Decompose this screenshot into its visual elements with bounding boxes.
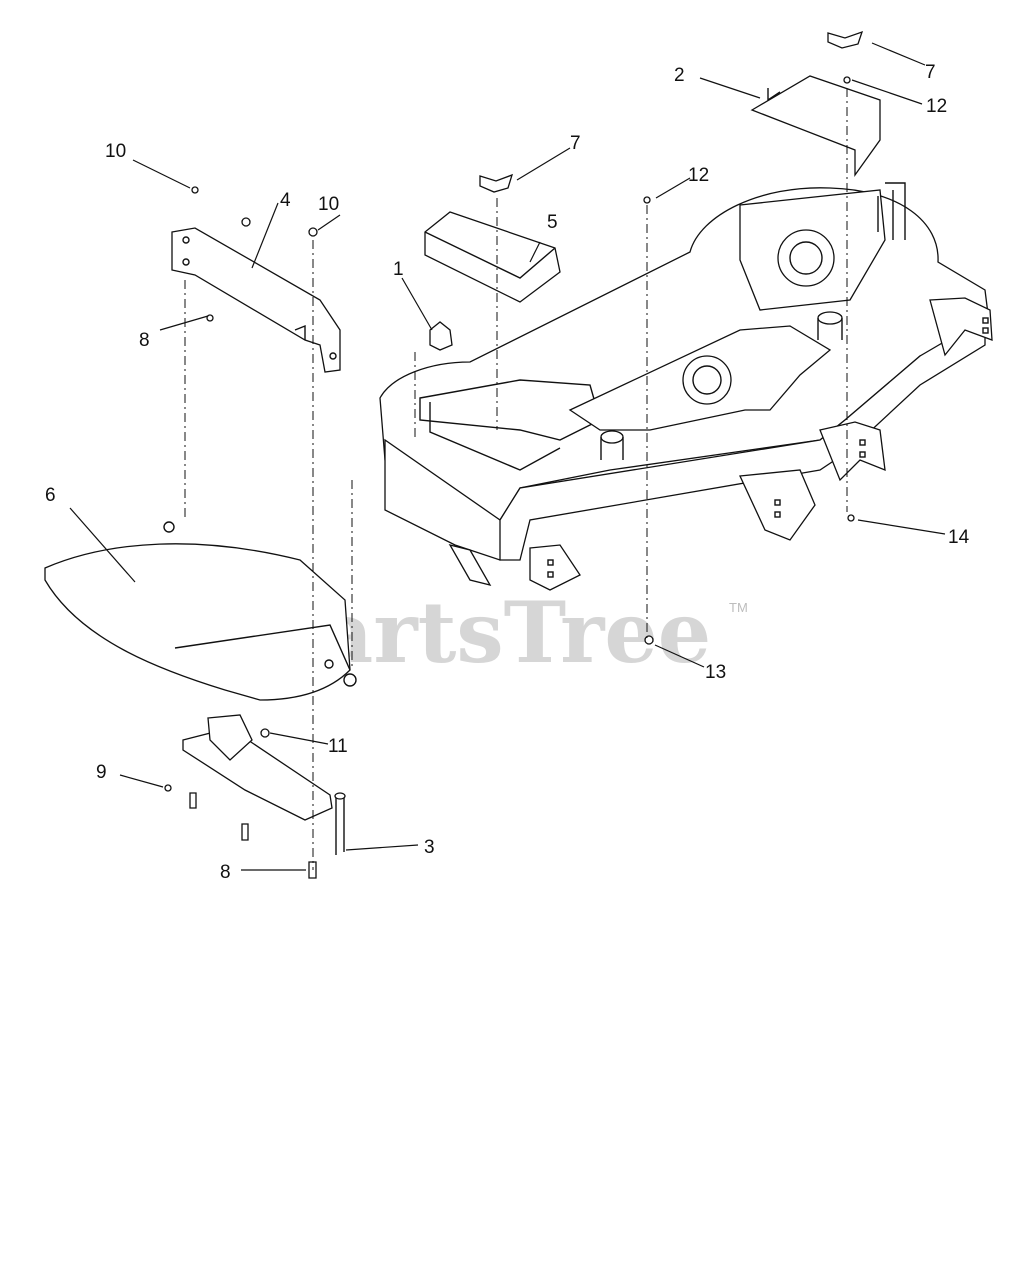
knob-7-top-right (827, 30, 864, 49)
part-2-belt-cover (750, 75, 881, 178)
mower-deck-housing (379, 182, 993, 591)
watermark-trademark: TM (729, 600, 748, 615)
knob-7-center (479, 173, 514, 193)
callout-labels: 1 2 3 4 5 6 7 7 8 8 9 10 10 11 12 12 13 … (45, 62, 970, 883)
callout-11: 11 (328, 736, 348, 757)
callout-5: 5 (547, 212, 558, 233)
part-6-discharge-chute (44, 521, 357, 701)
part-3-hinge-bracket (182, 714, 346, 855)
spring-clip-1 (429, 321, 453, 351)
callout-14: 14 (948, 527, 970, 548)
callout-10-left: 10 (105, 141, 126, 162)
callout-8-upper: 8 (139, 330, 150, 351)
leader-lines (69, 42, 946, 871)
deck-mounting-holes (547, 317, 989, 578)
callout-12-center: 12 (688, 165, 709, 186)
callout-2: 2 (674, 65, 685, 86)
callout-13: 13 (705, 662, 726, 683)
callout-1: 1 (393, 259, 404, 280)
callout-3: 3 (424, 837, 435, 858)
callout-4: 4 (280, 190, 291, 211)
callout-7-top-right: 7 (925, 62, 936, 83)
part-5-spindle-cover (424, 211, 561, 303)
callout-8-lower: 8 (220, 862, 231, 883)
assembly-centerlines (184, 88, 848, 870)
part-4-bracket (171, 227, 341, 373)
callout-7-center: 7 (570, 133, 581, 154)
callout-9: 9 (96, 762, 107, 783)
callout-6: 6 (45, 485, 56, 506)
callout-12-top-right: 12 (926, 96, 947, 117)
fasteners (164, 76, 855, 879)
callout-10-right: 10 (318, 194, 339, 215)
